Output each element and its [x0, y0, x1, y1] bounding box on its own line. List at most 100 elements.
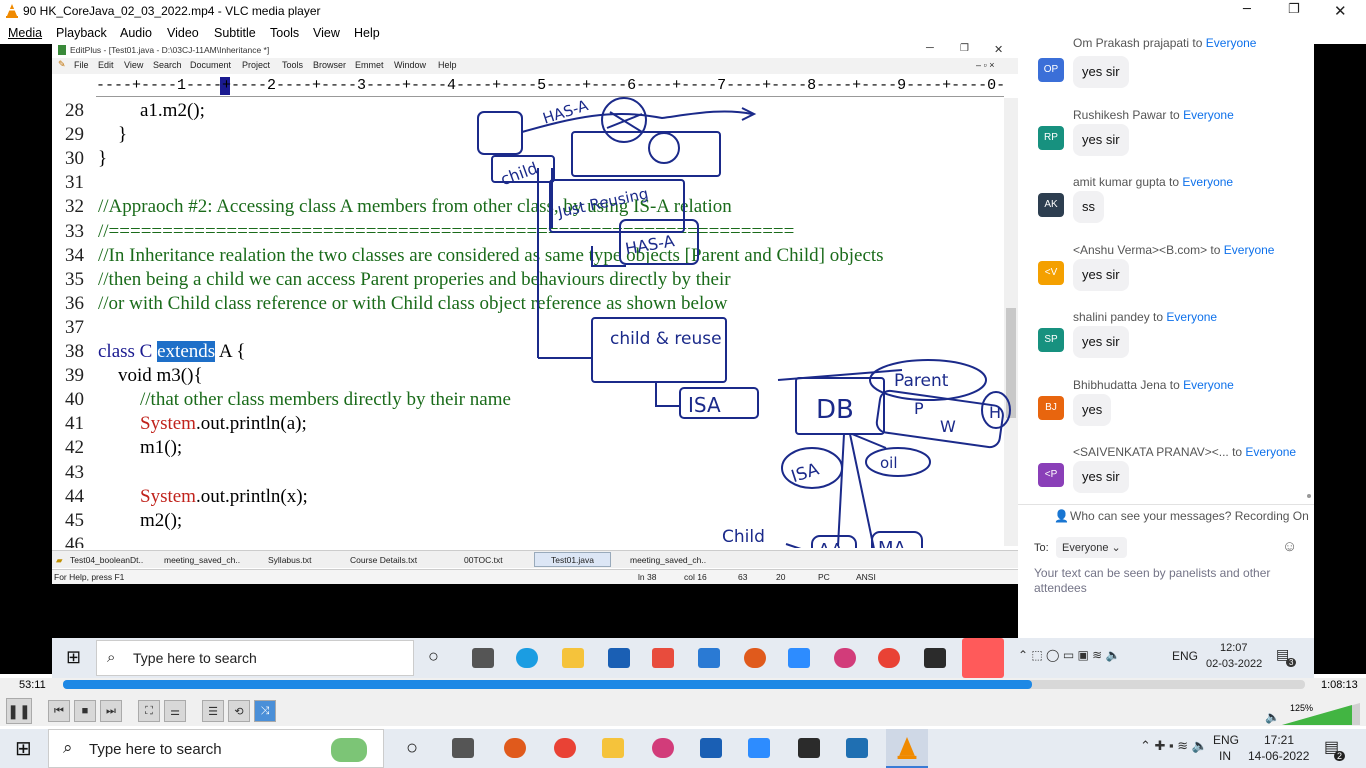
editplus-restore-icon: ❐: [960, 43, 969, 54]
shuffle-button[interactable]: ⤨: [254, 700, 276, 722]
chat-input-hint[interactable]: Your text can be seen by panelists and o…: [1034, 566, 1271, 595]
ep-menu-emmet: Emmet: [355, 60, 384, 70]
menu-tools[interactable]: Tools: [270, 26, 300, 40]
elapsed-time: 53:11: [19, 679, 46, 691]
recorder-app-icon[interactable]: [504, 738, 526, 758]
file-explorer-icon: [562, 648, 584, 668]
cortana-icon[interactable]: ○: [406, 737, 419, 759]
snip-icon: [834, 648, 856, 668]
ep-menu-view: View: [124, 60, 144, 70]
menu-playback[interactable]: Playback: [56, 26, 107, 40]
chat-scrollbar[interactable]: [1304, 44, 1314, 504]
minimize-icon[interactable]: ─: [1243, 2, 1251, 17]
tab-file: meeting_saved_ch..: [164, 555, 241, 565]
chat-bubble: yes sir: [1073, 461, 1129, 493]
ep-menu-edit: Edit: [98, 60, 114, 70]
code-text: a1.m2();: [140, 100, 205, 121]
volume-level: 125%: [1290, 703, 1314, 713]
stop-button[interactable]: ■: [74, 700, 96, 722]
annotation-p: P: [914, 399, 924, 418]
code-text: class C extends A {: [98, 341, 246, 362]
taskbar-date[interactable]: 14-06-2022: [1248, 749, 1310, 763]
fullscreen-button[interactable]: ⛶: [138, 700, 160, 722]
line-number: 37: [65, 316, 84, 338]
ep-menu-browser: Browser: [313, 60, 347, 70]
annotation-parent: Parent: [894, 371, 949, 391]
vlc-cone-icon: [897, 737, 917, 759]
to-dropdown[interactable]: Everyone ⌄: [1056, 537, 1127, 558]
taskbar-lang[interactable]: ENG: [1213, 733, 1240, 747]
taskbar-search-box[interactable]: ⌕ Type here to search: [48, 729, 384, 768]
code-text: //Appraoch #2: Accessing class A members…: [98, 196, 732, 218]
code-line: 36//or with Child class reference or wit…: [52, 293, 1002, 317]
file-explorer-icon[interactable]: [602, 738, 624, 758]
photos-icon[interactable]: [846, 738, 868, 758]
chat-bubble: yes sir: [1073, 258, 1129, 291]
weather-widget-icon: [331, 738, 367, 762]
zoom-icon[interactable]: [748, 738, 770, 758]
volume-slider[interactable]: [1282, 703, 1360, 725]
vlc-menu-bar: Media Playback Audio Video Subtitle Tool…: [0, 22, 1366, 44]
ep-mdi-controls: – ▫ ×: [976, 60, 995, 70]
annotation-child-reuse: child & reuse: [610, 329, 722, 349]
playlist-button[interactable]: ☰: [202, 700, 224, 722]
previous-button[interactable]: ⏮: [48, 700, 70, 722]
extended-settings-button[interactable]: ⚌: [164, 700, 186, 722]
code-line: 40//that other class members directly by…: [52, 389, 1002, 413]
emoji-icon[interactable]: ☺: [1282, 538, 1298, 555]
to-label: To:: [1034, 542, 1049, 554]
line-number: 28: [65, 100, 84, 121]
inner-search-text: Type here to search: [133, 650, 257, 666]
menu-audio[interactable]: Audio: [120, 26, 152, 40]
who-can-see-row[interactable]: 👤 Who can see your messages? Recording O…: [1018, 504, 1314, 526]
code-line: 30}: [52, 148, 1002, 172]
tab-file: Course Details.txt: [350, 555, 418, 565]
annotation-db: DB: [816, 395, 854, 425]
pencil-icon: ✎: [58, 59, 66, 69]
volume-icon[interactable]: 🔈: [1265, 710, 1280, 724]
tab-file-active: Test01.java: [534, 552, 611, 567]
snip-icon[interactable]: [652, 738, 674, 758]
restore-icon[interactable]: ❐: [1288, 2, 1300, 17]
store-icon[interactable]: [700, 738, 722, 758]
menu-subtitle[interactable]: Subtitle: [214, 26, 256, 40]
pause-button[interactable]: ❚❚: [6, 698, 32, 724]
code-line: 31: [52, 172, 1002, 196]
code-line: 46: [52, 534, 1002, 548]
who-can-see-text[interactable]: Who can see your messages? Recording On: [1070, 509, 1309, 523]
taskbar-region: IN: [1219, 749, 1231, 763]
line-number: 43: [65, 461, 84, 483]
tray-icons: ⌃ ⬚ ◯ ▭ ▣ ≋ 🔈: [1018, 648, 1121, 662]
annotation-just-reusing: Just Reusing: [555, 184, 650, 221]
line-number: 29: [65, 124, 84, 146]
avatar: <V: [1038, 260, 1064, 285]
task-view-icon[interactable]: [452, 738, 474, 758]
editplus-title: EditPlus - [Test01.java - D:\03CJ-11AM\I…: [52, 42, 1018, 58]
tray-icons[interactable]: ⌃ ✚ ▪ ≋ 🔈: [1140, 738, 1208, 753]
taskbar-time[interactable]: 17:21: [1264, 733, 1295, 747]
seek-bar[interactable]: [63, 680, 1305, 689]
tab-file: meeting_saved_ch..: [630, 555, 707, 565]
menu-media[interactable]: Media: [8, 26, 43, 40]
close-icon[interactable]: ✕: [1334, 2, 1347, 20]
vlc-cone-icon: [6, 4, 18, 18]
menu-video[interactable]: Video: [167, 26, 199, 40]
loop-button[interactable]: ⟲: [228, 700, 250, 722]
editplus-title-text: EditPlus - [Test01.java - D:\03CJ-11AM\I…: [70, 45, 270, 55]
menu-help[interactable]: Help: [354, 26, 380, 40]
code-text: //that other class members directly by t…: [140, 389, 511, 411]
menu-view[interactable]: View: [313, 26, 340, 40]
next-button[interactable]: ⏭: [100, 700, 122, 722]
windows-start-icon[interactable]: ⊞: [15, 738, 32, 760]
chat-sender: <SAIVENKATA PRANAV><... to Everyone: [1073, 445, 1297, 459]
annotation-oil: oil: [880, 454, 898, 472]
notepad-icon[interactable]: [798, 738, 820, 758]
handwritten-annotations: child HAS-A Just Reusing HAS-A child & r…: [477, 96, 1011, 548]
chrome-icon[interactable]: [554, 738, 576, 758]
